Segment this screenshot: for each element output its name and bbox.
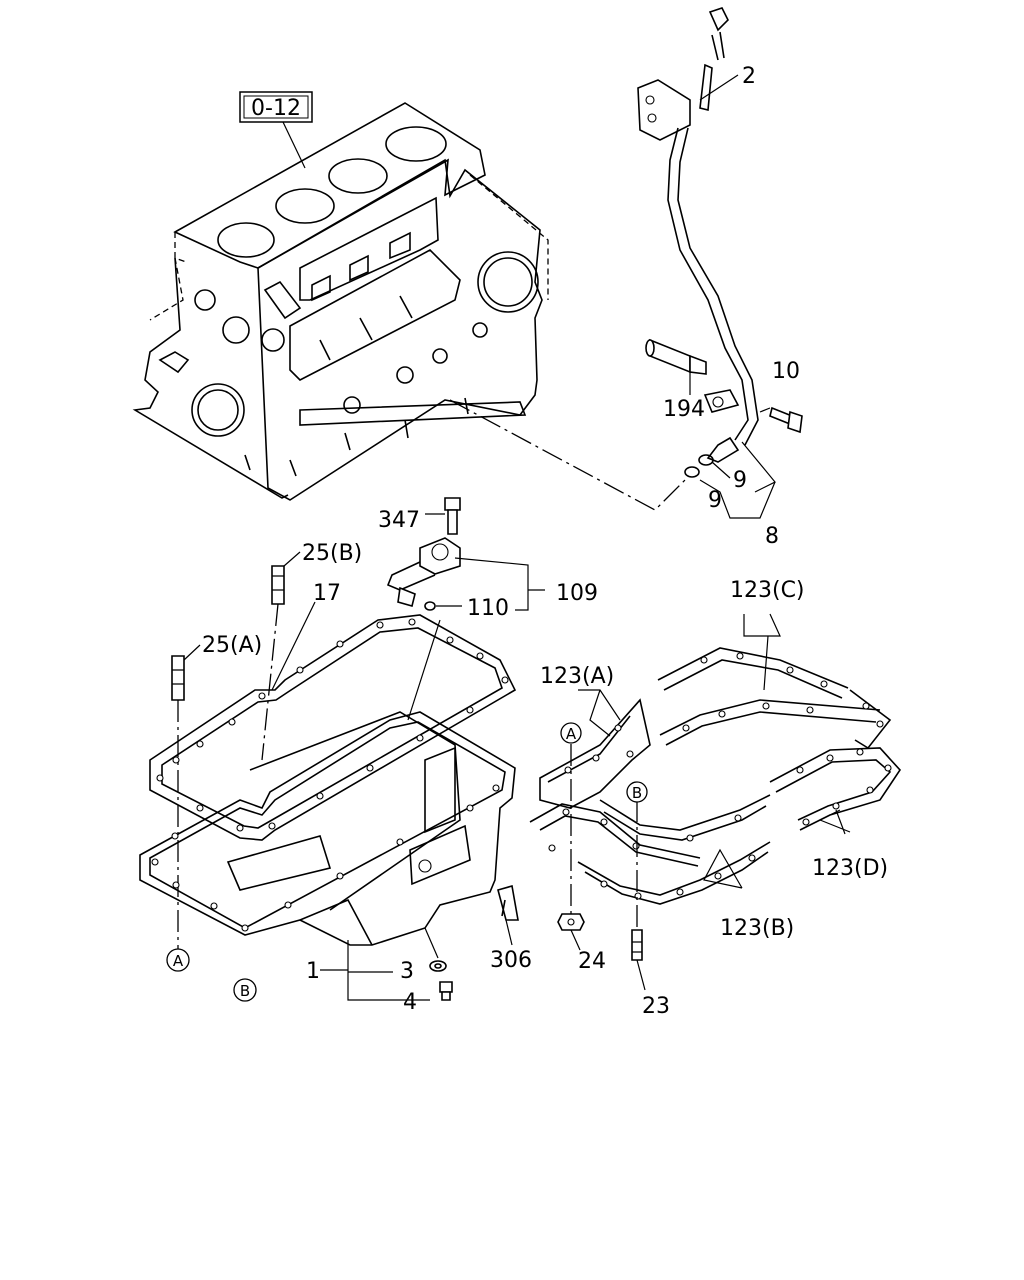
marker-a-right: A xyxy=(560,722,582,744)
leader-10 xyxy=(759,407,771,413)
axis-b-left xyxy=(261,603,279,761)
leader-123b xyxy=(703,848,743,889)
callout-3[interactable]: 3 xyxy=(400,959,414,984)
callout-110[interactable]: 110 xyxy=(467,596,509,621)
svg-text:B: B xyxy=(632,784,642,802)
gasket-123a xyxy=(529,698,701,867)
leader-123d xyxy=(818,809,851,835)
callout-8[interactable]: 8 xyxy=(765,524,779,549)
stud-194 xyxy=(645,338,707,375)
svg-text:B: B xyxy=(240,982,250,1000)
callout-123b[interactable]: 123(B) xyxy=(720,916,794,941)
marker-a-left: A xyxy=(166,948,190,972)
bolt-347 xyxy=(444,497,461,535)
callout-123d[interactable]: 123(D) xyxy=(812,856,888,881)
callout-306[interactable]: 306 xyxy=(490,948,532,973)
oil-level-gauge xyxy=(699,7,729,112)
marker-b-right: B xyxy=(626,781,648,803)
washer-3 xyxy=(429,960,447,972)
callout-4[interactable]: 4 xyxy=(403,990,417,1015)
callout-123a[interactable]: 123(A) xyxy=(540,664,614,689)
callout-9a[interactable]: 9 xyxy=(733,468,747,493)
reference-box-label: 0-12 xyxy=(251,96,301,121)
callout-194[interactable]: 194 xyxy=(663,397,705,422)
gasket-123d xyxy=(769,747,902,831)
leader-pan-drain xyxy=(424,927,439,959)
leader-2 xyxy=(699,74,739,101)
stud-23 xyxy=(631,929,643,961)
callout-24[interactable]: 24 xyxy=(578,949,606,974)
stud-25a xyxy=(171,655,185,701)
gauge-guide-tube xyxy=(637,79,759,463)
bolt-10 xyxy=(769,406,803,434)
leader-25b xyxy=(283,551,301,567)
leader-25a xyxy=(183,644,201,661)
leader-ref xyxy=(282,121,306,169)
drain-plug-4 xyxy=(439,981,453,1001)
oil-pressure-switch-assy xyxy=(386,537,461,611)
leader-109 xyxy=(454,557,545,611)
nut-24 xyxy=(557,913,585,931)
oil-pan xyxy=(139,711,516,946)
leader-123a xyxy=(578,689,621,737)
callout-10[interactable]: 10 xyxy=(772,359,800,384)
leader-123c xyxy=(743,613,781,691)
leader-8-9 xyxy=(699,441,776,519)
leader-17 xyxy=(271,601,316,691)
stud-25b xyxy=(271,565,285,605)
gasket-123c xyxy=(657,647,892,750)
callout-25a[interactable]: 25(A) xyxy=(202,633,262,658)
callout-1[interactable]: 1 xyxy=(306,959,320,984)
callout-2[interactable]: 2 xyxy=(742,64,756,89)
cylinder-block xyxy=(132,102,549,501)
callout-25b[interactable]: 25(B) xyxy=(302,541,362,566)
callout-123c[interactable]: 123(C) xyxy=(730,578,805,603)
center-line xyxy=(449,399,686,511)
svg-text:A: A xyxy=(173,952,184,970)
reference-box[interactable]: 0-12 xyxy=(239,91,313,123)
callout-17[interactable]: 17 xyxy=(313,581,341,606)
leader-1-3-4 xyxy=(320,940,430,1001)
callout-23[interactable]: 23 xyxy=(642,994,670,1019)
bracket-306 xyxy=(497,884,519,921)
callout-347[interactable]: 347 xyxy=(378,508,420,533)
callout-109[interactable]: 109 xyxy=(556,581,598,606)
o-ring-9 xyxy=(684,454,714,478)
leader-23 xyxy=(636,959,646,991)
svg-text:A: A xyxy=(566,725,577,743)
oil-pan-gasket-17 xyxy=(149,614,517,841)
marker-b-left: B xyxy=(233,978,257,1002)
callout-9b[interactable]: 9 xyxy=(708,488,722,513)
leader-24 xyxy=(570,929,581,951)
leader-306 xyxy=(505,919,513,946)
